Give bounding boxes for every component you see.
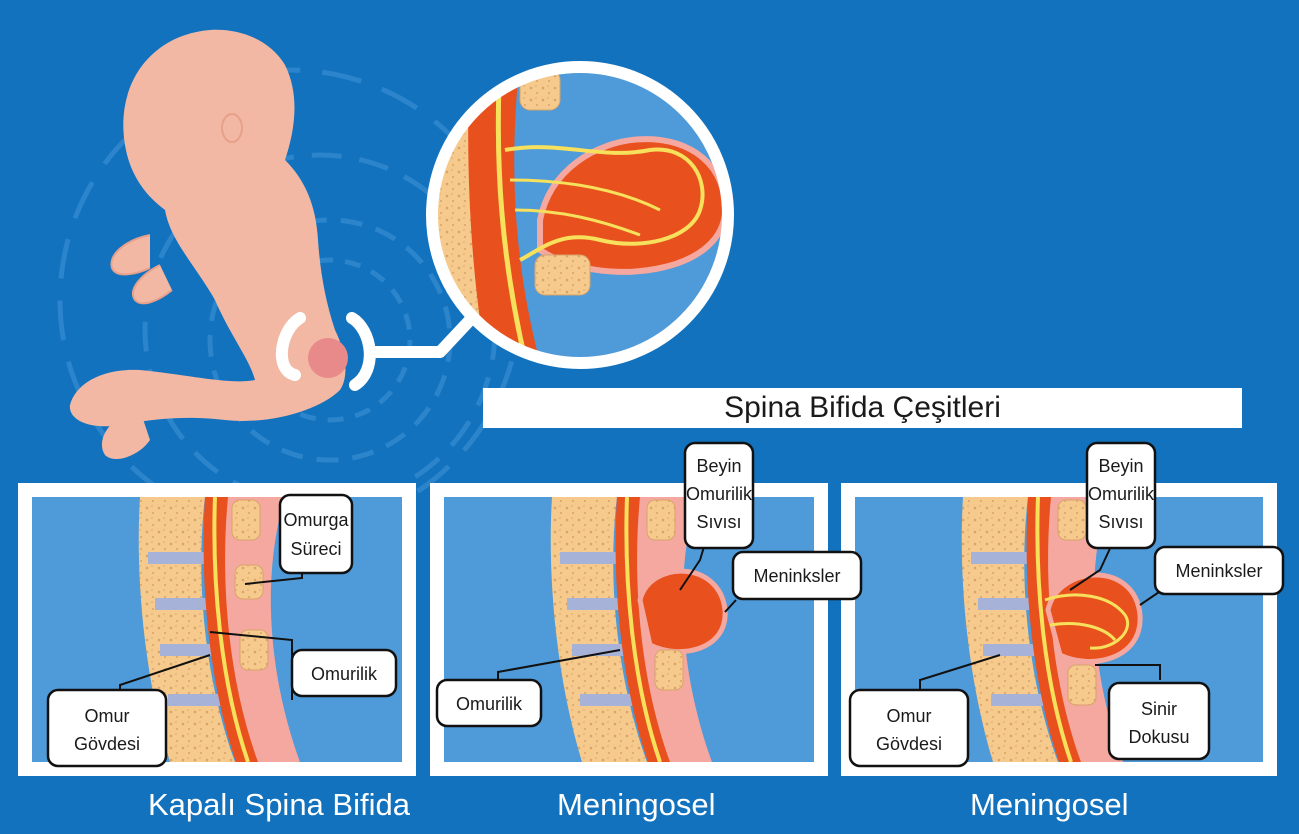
label-beyin-2-line2: Omurilik [1088, 484, 1155, 504]
label-omurilik-2: Omurilik [456, 694, 523, 714]
label-omur-2-line1: Omur [887, 706, 932, 726]
fetus-illustration [70, 30, 470, 459]
label-omur-2-line2: Gövdesi [876, 734, 942, 754]
diagram-title: Spina Bifida Çeşitleri [483, 391, 1242, 425]
caption-panel-1: Kapalı Spina Bifida [148, 787, 410, 823]
caption-panel-2: Meningosel [557, 787, 716, 823]
label-meninksler-2: Meninksler [1175, 561, 1262, 581]
label-box-sinir-dokusu [1109, 683, 1209, 759]
label-beyin-1-line1: Beyin [696, 456, 741, 476]
label-box-omur-govdesi-2 [850, 690, 968, 766]
label-meninksler-1: Meninksler [753, 566, 840, 586]
label-box-omurga-sureci [280, 495, 352, 573]
label-box-omur-govdesi-1 [48, 690, 166, 766]
caption-panel-3: Meningosel [970, 787, 1129, 823]
label-omur-1-line2: Gövdesi [74, 734, 140, 754]
title-bar: Spina Bifida Çeşitleri [483, 388, 1242, 428]
label-beyin-2-line3: Sıvısı [1098, 512, 1143, 532]
label-sinir-line2: Dokusu [1128, 727, 1189, 747]
label-beyin-1-line2: Omurilik [686, 484, 753, 504]
label-sinir-line1: Sinir [1141, 699, 1177, 719]
label-omur-1-line1: Omur [85, 706, 130, 726]
label-beyin-1-line3: Sıvısı [696, 512, 741, 532]
label-omurga-line1: Omurga [283, 510, 349, 530]
label-omurilik-1: Omurilik [311, 664, 378, 684]
label-omurga-line2: Süreci [290, 539, 341, 559]
label-beyin-2-line1: Beyin [1098, 456, 1143, 476]
